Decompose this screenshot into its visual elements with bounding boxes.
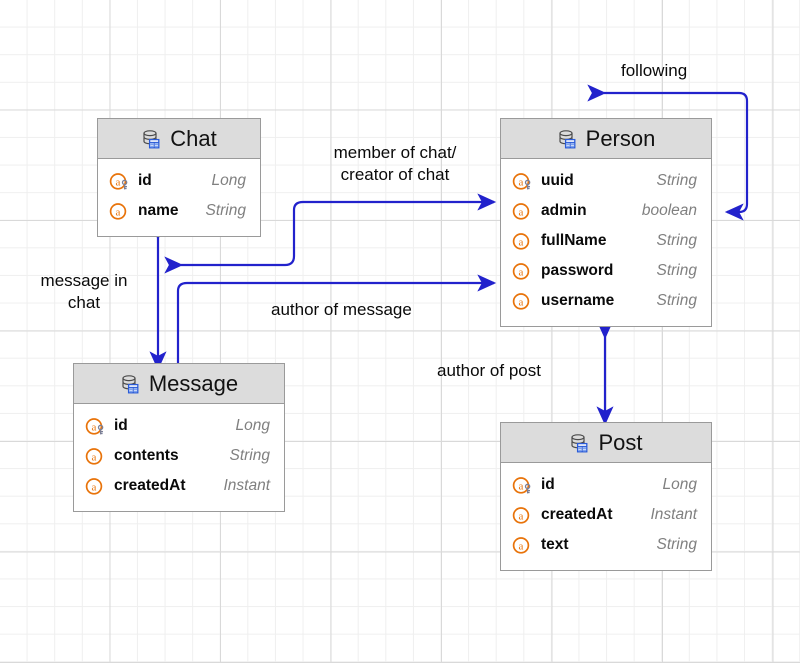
svg-text:a: a [519, 296, 524, 308]
attribute-name: createdAt [541, 506, 613, 523]
entity-post-title: Post [598, 429, 643, 455]
attribute-row[interactable]: a username String [512, 286, 697, 316]
attribute-icon: a [512, 262, 534, 281]
attribute-row[interactable]: a name String [109, 196, 246, 226]
attribute-icon: a [512, 232, 534, 251]
entity-message-header: Message [74, 364, 284, 404]
entity-person-header: Person [501, 119, 711, 159]
edge-label-following: following [621, 61, 688, 80]
entity-person-attributes: a uuid String a admin boolean a fullName… [501, 159, 711, 326]
edge-label-author-of-message: author of message [271, 300, 412, 319]
entity-post[interactable]: Post a id Long a createdAt Instant a [500, 422, 712, 571]
svg-text:a: a [92, 481, 97, 493]
attribute-icon: a [85, 477, 107, 496]
attribute-row[interactable]: a admin boolean [512, 196, 697, 226]
attribute-icon: a [512, 536, 534, 555]
database-table-icon [557, 129, 579, 149]
svg-text:a: a [519, 540, 524, 552]
svg-text:a: a [519, 480, 524, 492]
attribute-key-icon: a [512, 476, 534, 495]
attribute-name: fullName [541, 232, 607, 249]
database-table-icon [569, 433, 591, 453]
entity-post-header: Post [501, 423, 711, 463]
svg-text:a: a [519, 236, 524, 248]
attribute-key-icon: a [512, 172, 534, 191]
svg-text:a: a [116, 176, 121, 188]
attribute-row[interactable]: a text String [512, 530, 697, 560]
attribute-key-icon: a [85, 417, 107, 436]
attribute-icon: a [512, 292, 534, 311]
edge-label-message-in-chat: message in chat [40, 271, 128, 313]
attribute-icon: a [85, 447, 107, 466]
attribute-name: text [541, 536, 569, 553]
entity-person[interactable]: Person a uuid String a admin boolean a [500, 118, 712, 327]
attribute-type: String [656, 536, 698, 553]
attribute-name: createdAt [114, 477, 186, 494]
attribute-type: Long [235, 417, 270, 434]
database-table-icon [120, 374, 142, 394]
attribute-type: boolean [641, 202, 697, 219]
svg-text:a: a [519, 176, 524, 188]
attribute-name: password [541, 262, 614, 279]
attribute-icon: a [512, 506, 534, 525]
attribute-name: id [541, 476, 555, 493]
attribute-icon: a [512, 202, 534, 221]
attribute-key-icon: a [109, 172, 131, 191]
attribute-name: username [541, 292, 615, 309]
entity-chat-title: Chat [170, 125, 217, 151]
attribute-type: Instant [223, 477, 270, 494]
svg-text:a: a [92, 451, 97, 463]
attribute-type: String [656, 232, 698, 249]
svg-text:a: a [116, 206, 121, 218]
edge-label-member-of-chat: member of chat/ creator of chat [333, 143, 457, 185]
svg-text:a: a [519, 266, 524, 278]
attribute-type: String [205, 202, 247, 219]
entity-message-attributes: a id Long a contents String a createdAt … [74, 404, 284, 511]
entity-chat-attributes: a id Long a name String [98, 159, 260, 236]
entity-message-title: Message [148, 370, 239, 396]
svg-text:a: a [92, 421, 97, 433]
attribute-type: String [656, 172, 698, 189]
entity-message[interactable]: Message a id Long a contents String a [73, 363, 285, 512]
attribute-row[interactable]: a id Long [85, 411, 270, 441]
attribute-name: name [138, 202, 179, 219]
attribute-name: id [114, 417, 128, 434]
attribute-type: String [656, 262, 698, 279]
attribute-type: Instant [650, 506, 697, 523]
attribute-icon: a [109, 202, 131, 221]
attribute-name: admin [541, 202, 587, 219]
attribute-name: contents [114, 447, 179, 464]
attribute-name: uuid [541, 172, 574, 189]
attribute-type: Long [211, 172, 246, 189]
attribute-row[interactable]: a password String [512, 256, 697, 286]
attribute-type: String [229, 447, 271, 464]
entity-chat[interactable]: Chat a id Long a name String [97, 118, 261, 237]
database-table-icon [141, 129, 163, 149]
entity-post-attributes: a id Long a createdAt Instant a text Str… [501, 463, 711, 570]
attribute-row[interactable]: a id Long [512, 470, 697, 500]
attribute-row[interactable]: a createdAt Instant [512, 500, 697, 530]
attribute-row[interactable]: a id Long [109, 166, 246, 196]
attribute-type: String [656, 292, 698, 309]
entity-person-title: Person [585, 125, 656, 151]
attribute-type: Long [662, 476, 697, 493]
attribute-row[interactable]: a uuid String [512, 166, 697, 196]
attribute-row[interactable]: a createdAt Instant [85, 471, 270, 501]
edge-author-of-message [169, 274, 497, 385]
svg-text:a: a [519, 510, 524, 522]
attribute-row[interactable]: a fullName String [512, 226, 697, 256]
edge-label-author-of-post: author of post [437, 361, 541, 380]
attribute-row[interactable]: a contents String [85, 441, 270, 471]
entity-chat-header: Chat [98, 119, 260, 159]
attribute-name: id [138, 172, 152, 189]
svg-text:a: a [519, 206, 524, 218]
